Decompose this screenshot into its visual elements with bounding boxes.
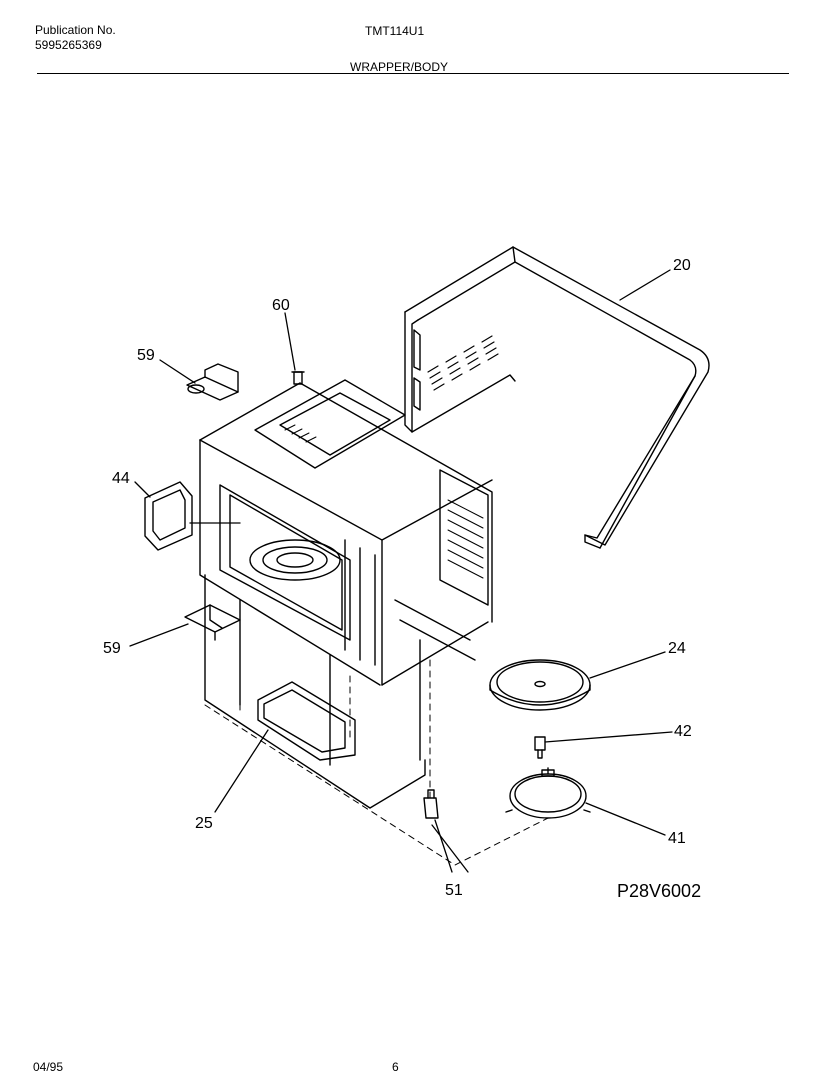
page-number: 6 [392,1060,399,1074]
section-title: WRAPPER/BODY [350,60,449,74]
callout-41: 41 [668,830,686,847]
drawing-number: P28V6002 [617,881,701,901]
header-rule [37,73,789,74]
callout-51: 51 [445,882,463,899]
footer-date: 04/95 [33,1060,64,1074]
callout-20: 20 [673,257,691,274]
publication-label: Publication No. [35,23,116,37]
gasket-part [144,481,193,551]
outer-wrapper-part [404,246,710,549]
callout-60: 60 [272,297,290,314]
model-number: TMT114U1 [365,24,425,38]
callout-42: 42 [674,723,692,740]
callout-24: 24 [668,640,686,657]
coupler-part [534,736,546,759]
oven-body [199,379,493,809]
callout-59-lower: 59 [103,640,121,657]
callout-25: 25 [195,815,213,832]
callout-44: 44 [112,470,130,487]
roller-ring-part [505,767,591,819]
turntable-part [489,659,591,711]
lower-hinge-part [184,604,241,641]
callout-59-upper: 59 [137,347,155,364]
drip-tray-part [257,681,356,761]
foot-part [423,789,439,819]
upper-hinge-part [186,363,239,401]
screw-part [291,371,305,385]
publication-number: 5995265369 [35,38,102,52]
